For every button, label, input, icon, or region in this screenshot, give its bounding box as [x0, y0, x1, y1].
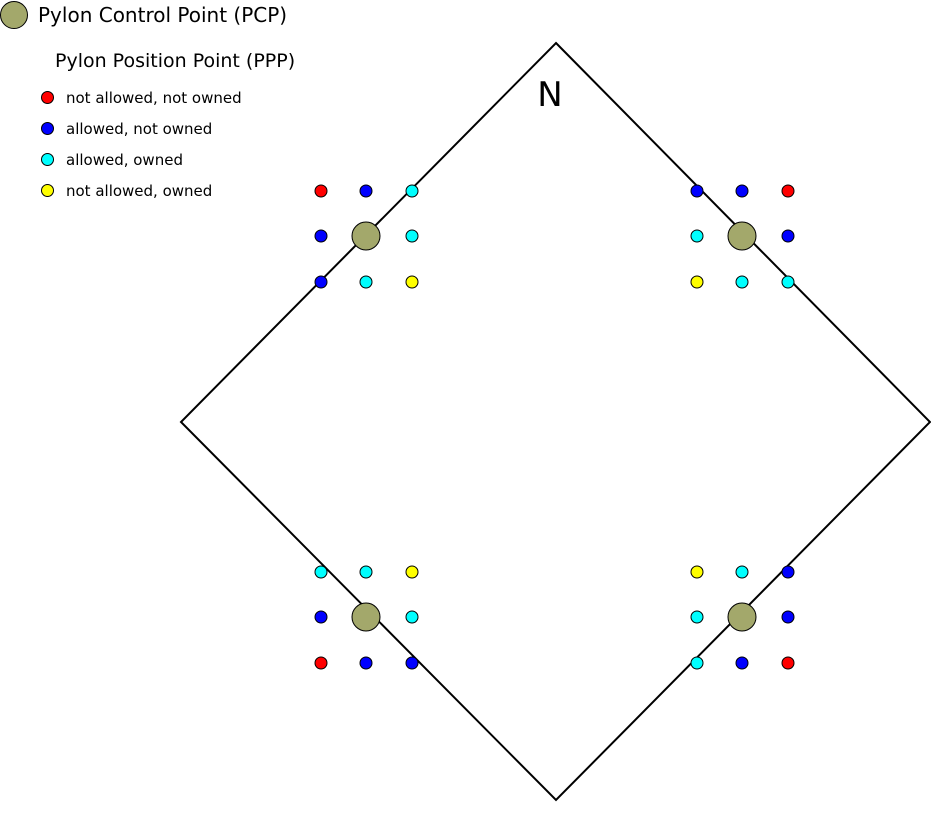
pylon-lower-right-ppp-blue: [781, 565, 794, 578]
pylon-lower-right-ppp-cyan: [690, 610, 703, 624]
yellow-dot-icon: [41, 184, 54, 197]
red-dot-icon: [41, 91, 54, 104]
course-outline: [179, 41, 931, 802]
pylon-lower-right-ppp-cyan: [735, 565, 749, 578]
legend-items: not allowed, not owned allowed, not owned…: [41, 82, 242, 206]
pylon-upper-left-ppp-cyan: [405, 229, 418, 243]
pylon-lower-right-ppp-cyan: [690, 656, 703, 669]
pylon-upper-right-ppp-cyan: [735, 275, 749, 288]
pylon-upper-right-ppp-blue: [735, 184, 749, 197]
pylon-upper-left-pcp: [351, 221, 381, 251]
legend-item-blue: allowed, not owned: [41, 113, 242, 144]
pylon-lower-right-ppp-red: [781, 656, 794, 669]
pylon-lower-left-ppp-blue: [314, 610, 327, 624]
pylon-lower-left-ppp-blue: [405, 656, 418, 669]
pylon-upper-left-ppp-blue: [314, 275, 327, 288]
legend-ppp-label: Pylon Position Point (PPP): [55, 50, 296, 72]
pylon-upper-left-ppp-cyan: [405, 184, 418, 197]
pylon-upper-left-ppp-red: [314, 184, 327, 197]
pylon-lower-right-ppp-blue: [781, 610, 794, 624]
pylon-upper-left-ppp-blue: [359, 184, 373, 197]
pylon-lower-left-ppp-red: [314, 656, 327, 669]
legend-pcp-label: Pylon Control Point (PCP): [38, 3, 288, 27]
pylon-upper-right-ppp-blue: [781, 229, 794, 243]
pylon-lower-right-pcp: [727, 602, 757, 632]
pylon-upper-right-ppp-blue: [690, 184, 703, 197]
pylon-upper-left-ppp-yellow: [405, 275, 418, 288]
compass-north-label: N: [537, 75, 563, 115]
pylon-lower-left-ppp-blue: [359, 656, 373, 669]
cyan-dot-icon: [41, 153, 54, 166]
pylon-lower-right-ppp-blue: [735, 656, 749, 669]
pylon-upper-right-ppp-cyan: [781, 275, 794, 288]
blue-dot-icon: [41, 122, 54, 135]
pylon-lower-right-ppp-yellow: [690, 565, 703, 578]
pylon-upper-left-ppp-cyan: [359, 275, 373, 288]
legend-item-label: allowed, not owned: [66, 119, 213, 138]
pylon-upper-right-ppp-yellow: [690, 275, 703, 288]
pylon-upper-right-ppp-cyan: [690, 229, 703, 243]
pylon-lower-left-pcp: [351, 602, 381, 632]
pylon-upper-left-ppp-blue: [314, 229, 327, 243]
pylon-upper-right-pcp: [727, 221, 757, 251]
legend-item-yellow: not allowed, owned: [41, 175, 242, 206]
pylon-lower-left-ppp-cyan: [405, 610, 418, 624]
pylon-lower-left-ppp-cyan: [314, 565, 327, 578]
pylon-lower-left-ppp-yellow: [405, 565, 418, 578]
legend-item-label: allowed, owned: [66, 150, 183, 169]
pylon-lower-left-ppp-cyan: [359, 565, 373, 578]
pylon-upper-right-ppp-red: [781, 184, 794, 197]
legend-item-red: not allowed, not owned: [41, 82, 242, 113]
legend-item-label: not allowed, owned: [66, 181, 213, 200]
legend-item-label: not allowed, not owned: [66, 88, 242, 107]
pcp-circle-icon: [0, 1, 28, 29]
legend-item-cyan: allowed, owned: [41, 144, 242, 175]
legend-pcp-row: Pylon Control Point (PCP): [0, 1, 287, 29]
